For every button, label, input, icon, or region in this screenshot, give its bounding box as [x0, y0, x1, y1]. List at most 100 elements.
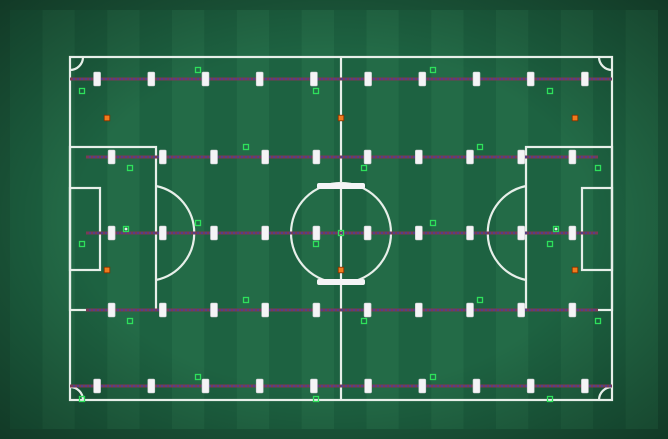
player-figure[interactable]	[365, 72, 372, 86]
rod-dot	[485, 309, 487, 311]
player-figure[interactable]	[364, 226, 371, 240]
rod-dot	[449, 232, 451, 234]
player-figure[interactable]	[310, 72, 317, 86]
player-figure[interactable]	[159, 303, 166, 317]
rod-dot	[333, 309, 335, 311]
rod-dot	[345, 385, 347, 387]
rod-dot	[297, 156, 299, 158]
player-figure[interactable]	[467, 226, 474, 240]
rod-dot	[233, 385, 235, 387]
player-figure[interactable]	[262, 150, 269, 164]
player-figure[interactable]	[419, 379, 426, 393]
player-figure[interactable]	[310, 379, 317, 393]
player-figure[interactable]	[365, 379, 372, 393]
player-figure[interactable]	[415, 303, 422, 317]
rod-dot	[373, 232, 375, 234]
player-figure[interactable]	[148, 379, 155, 393]
player-figure[interactable]	[527, 379, 534, 393]
rod-dot	[201, 156, 203, 158]
rod-dot	[229, 78, 231, 80]
player-figure[interactable]	[473, 72, 480, 86]
rod-dot	[289, 309, 291, 311]
rod-dot	[489, 232, 491, 234]
player-figure[interactable]	[415, 150, 422, 164]
orange-marker[interactable]	[572, 267, 578, 273]
player-figure[interactable]	[467, 303, 474, 317]
rod-dot	[181, 309, 183, 311]
rod-dot	[549, 309, 551, 311]
player-figure[interactable]	[262, 226, 269, 240]
rod-dot	[585, 309, 587, 311]
player-figure[interactable]	[108, 303, 115, 317]
rod-dot	[497, 232, 499, 234]
rod-dot	[509, 78, 511, 80]
rod-dot	[289, 78, 291, 80]
rod-dot	[497, 78, 499, 80]
rod-dot	[77, 78, 79, 80]
rod-dot	[433, 232, 435, 234]
player-figure[interactable]	[148, 72, 155, 86]
rod-dot	[293, 232, 295, 234]
rod-dot	[101, 385, 103, 387]
rod-dot	[249, 156, 251, 158]
player-figure[interactable]	[467, 150, 474, 164]
player-figure[interactable]	[211, 303, 218, 317]
player-figure[interactable]	[256, 72, 263, 86]
center-bar-top	[317, 183, 365, 189]
player-figure[interactable]	[527, 72, 534, 86]
player-figure[interactable]	[313, 226, 320, 240]
orange-marker[interactable]	[338, 115, 344, 121]
player-figure[interactable]	[94, 379, 101, 393]
player-figure[interactable]	[581, 379, 588, 393]
rod-dot	[505, 385, 507, 387]
player-figure[interactable]	[581, 72, 588, 86]
player-figure[interactable]	[211, 150, 218, 164]
player-figure[interactable]	[108, 150, 115, 164]
rod-dot	[269, 156, 271, 158]
player-figure[interactable]	[262, 303, 269, 317]
rod-dot	[441, 78, 443, 80]
orange-marker[interactable]	[572, 115, 578, 121]
player-figure[interactable]	[94, 72, 101, 86]
rod-dot	[237, 385, 239, 387]
player-figure[interactable]	[518, 303, 525, 317]
player-figure[interactable]	[108, 226, 115, 240]
player-figure[interactable]	[202, 72, 209, 86]
player-figure[interactable]	[256, 379, 263, 393]
player-figure[interactable]	[159, 150, 166, 164]
player-figure[interactable]	[518, 150, 525, 164]
player-figure[interactable]	[211, 226, 218, 240]
orange-marker[interactable]	[338, 267, 344, 273]
rod-dot	[197, 156, 199, 158]
player-figure[interactable]	[313, 303, 320, 317]
rod-dot	[565, 156, 567, 158]
player-figure[interactable]	[419, 72, 426, 86]
rod-dot	[505, 309, 507, 311]
rod-dot	[513, 78, 515, 80]
rod-dot	[385, 309, 387, 311]
rod-dot	[141, 156, 143, 158]
player-figure[interactable]	[364, 303, 371, 317]
player-figure[interactable]	[415, 226, 422, 240]
rod-dot	[145, 156, 147, 158]
orange-marker[interactable]	[104, 115, 110, 121]
player-figure[interactable]	[569, 150, 576, 164]
player-figure[interactable]	[313, 150, 320, 164]
player-figure[interactable]	[569, 303, 576, 317]
rod-dot	[517, 385, 519, 387]
rod-dot	[589, 156, 591, 158]
player-figure[interactable]	[159, 226, 166, 240]
rod-dot	[393, 78, 395, 80]
rod-dot	[485, 232, 487, 234]
rod-dot	[449, 78, 451, 80]
orange-marker[interactable]	[104, 267, 110, 273]
rod-dot	[125, 78, 127, 80]
player-figure[interactable]	[364, 150, 371, 164]
player-figure[interactable]	[202, 379, 209, 393]
rod-dot	[341, 78, 343, 80]
player-figure[interactable]	[518, 226, 525, 240]
player-figure[interactable]	[473, 379, 480, 393]
player-figure[interactable]	[569, 226, 576, 240]
rod-dot	[501, 232, 503, 234]
